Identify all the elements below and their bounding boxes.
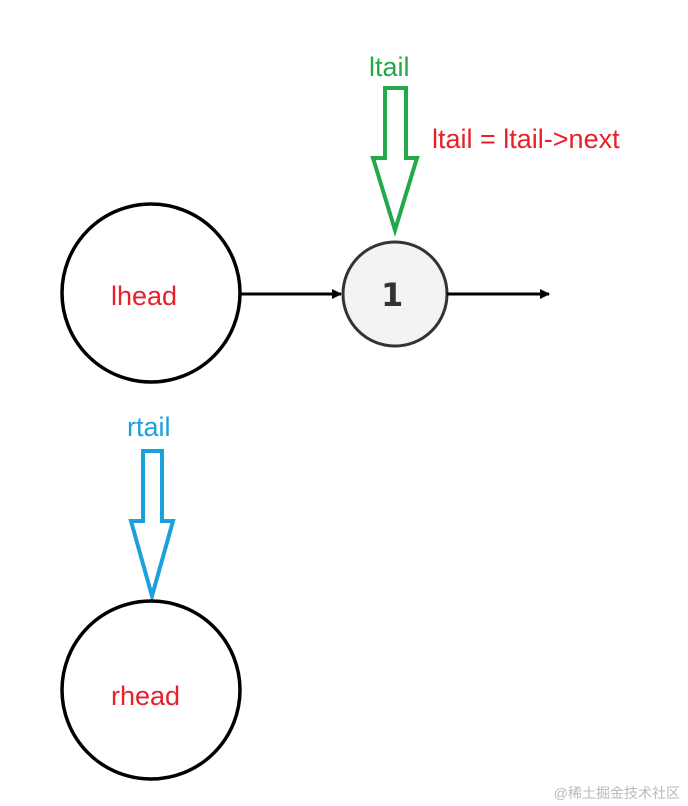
ltail-label: ltail [369,52,410,82]
rtail-pointer-icon [128,449,176,604]
node-value-label: 1 [381,276,404,314]
rtail-label: rtail [127,412,171,442]
lhead-node [60,202,242,384]
rhead-node [60,599,242,781]
watermark: @稀土掘金技术社区 [553,785,680,801]
ltail-update-label: ltail = ltail->next [432,124,620,154]
ltail-pointer-icon [370,86,420,237]
lhead-label: lhead [111,281,178,311]
rhead-label: rhead [111,681,181,711]
